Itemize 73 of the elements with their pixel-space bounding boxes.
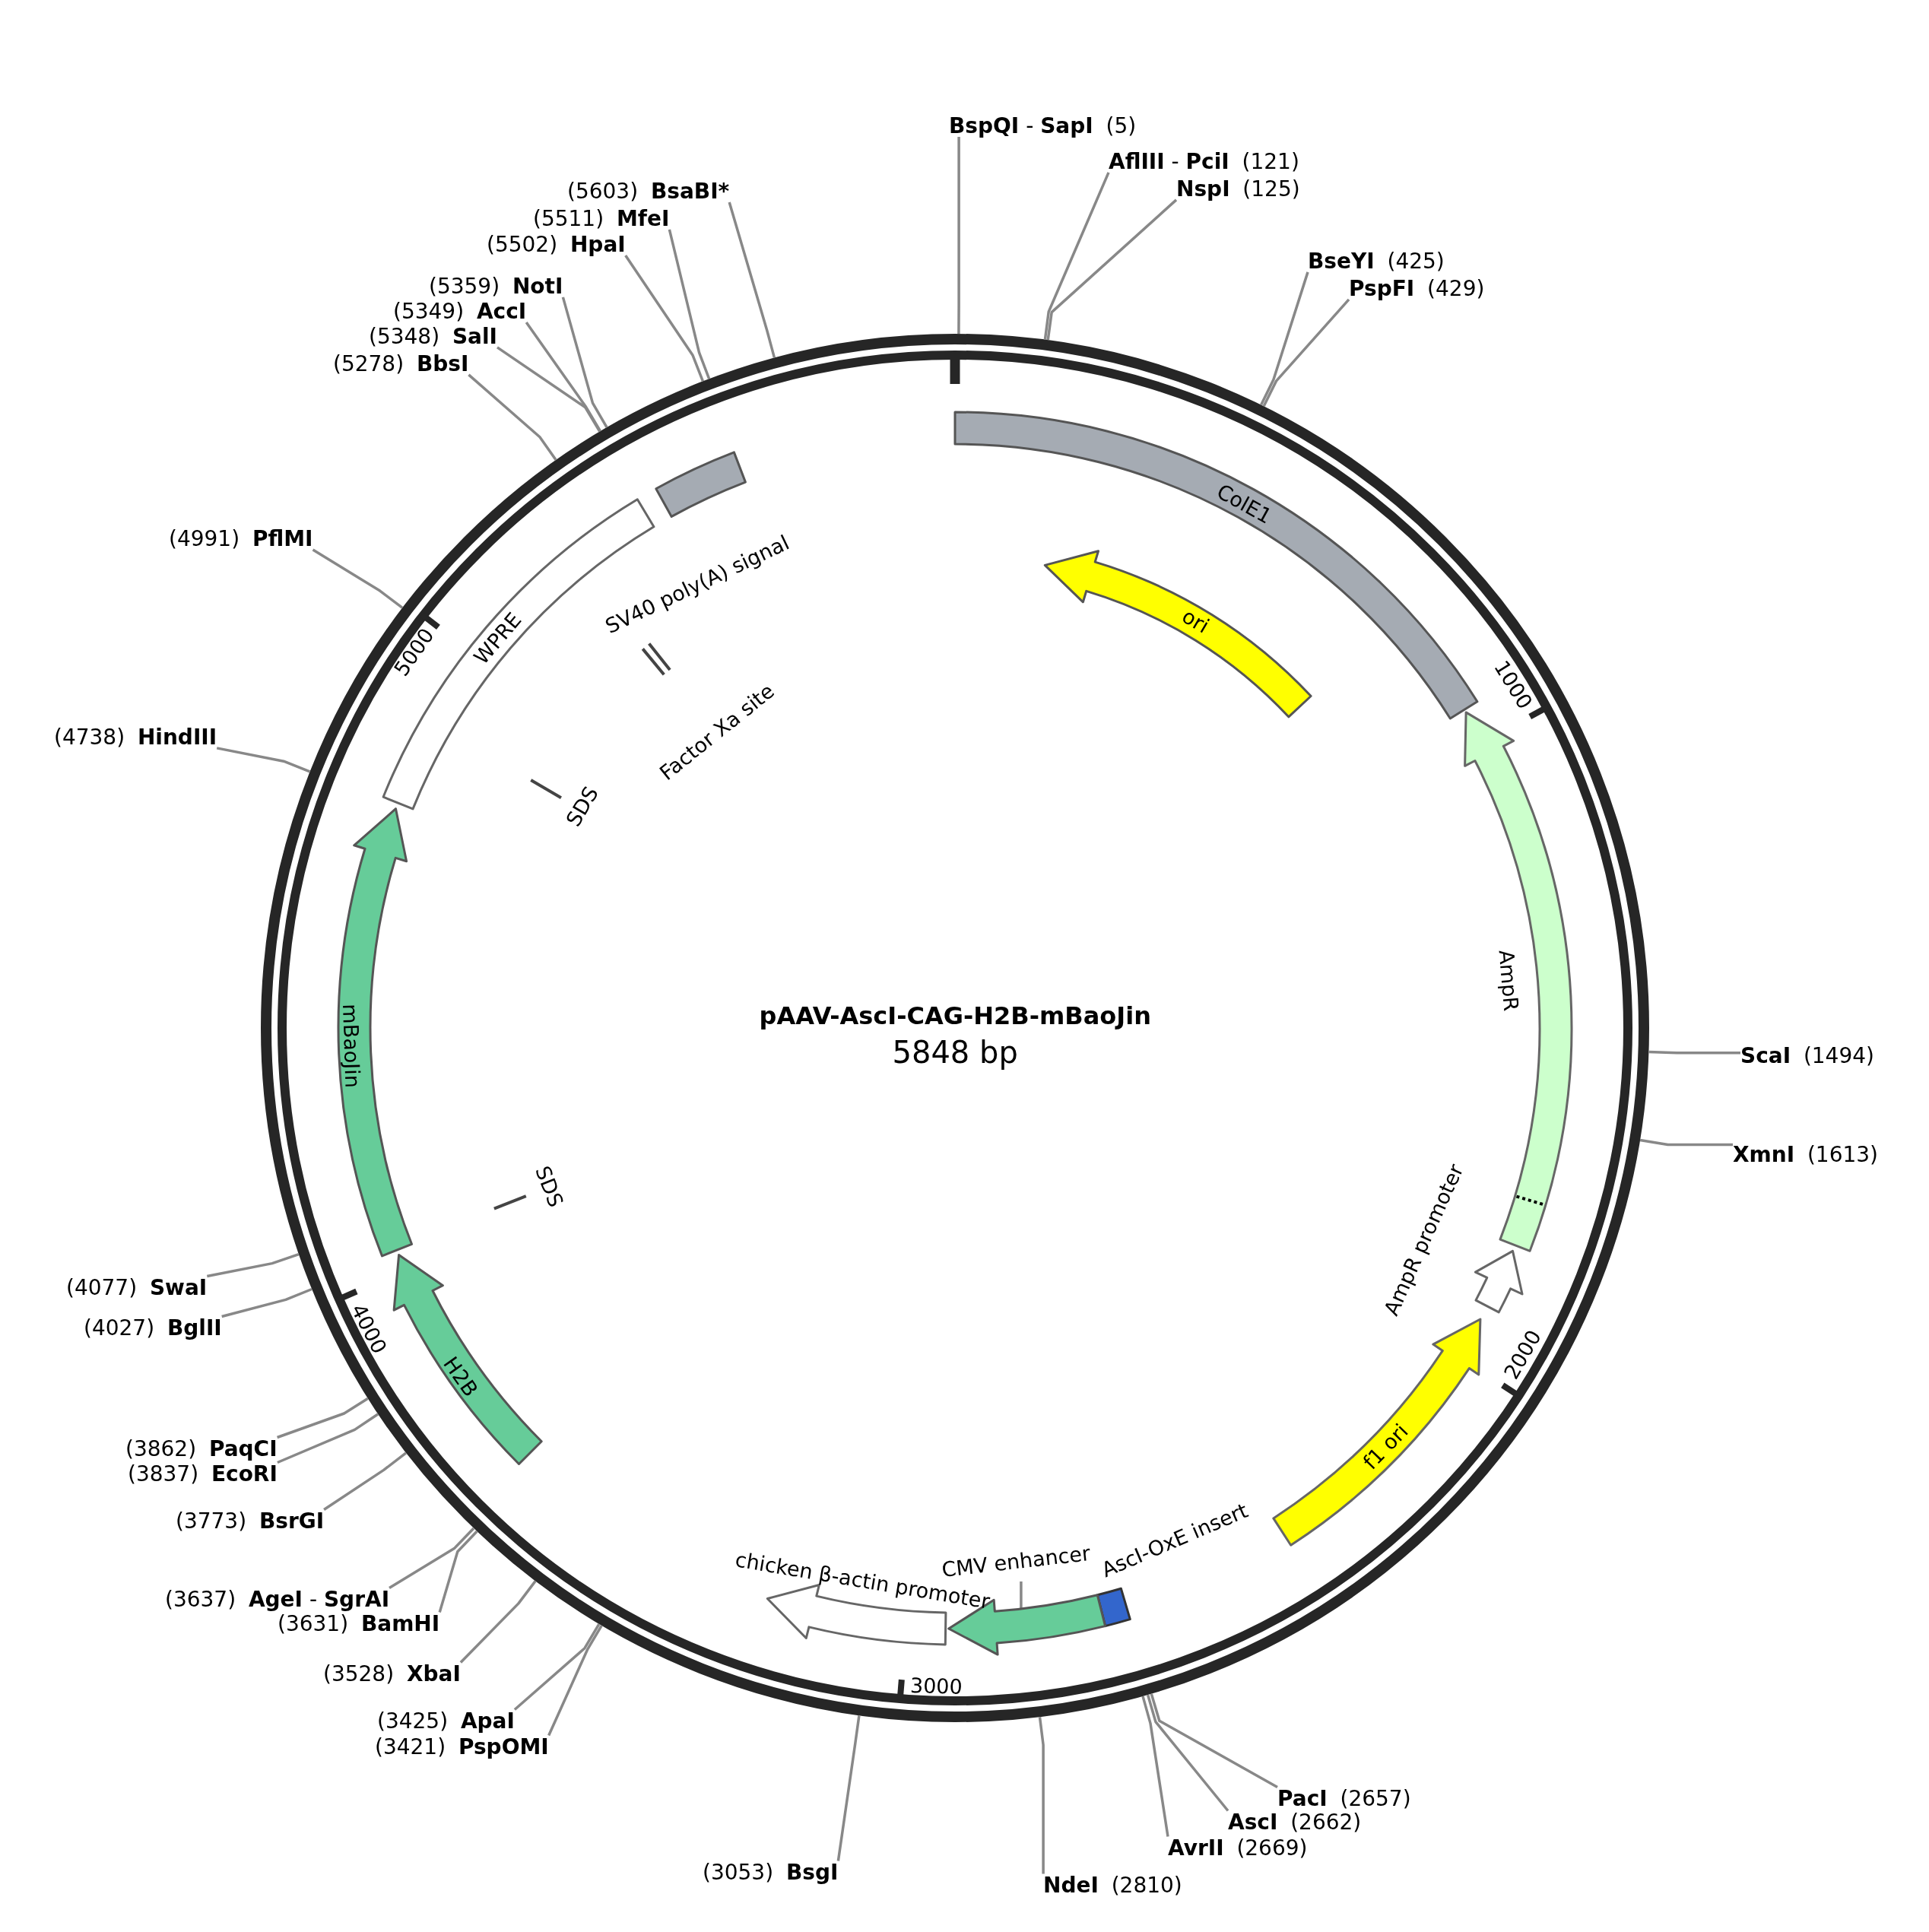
leader-line: [1262, 298, 1350, 408]
restriction-site-label: (3421) PspOMI: [375, 1735, 549, 1758]
leader-line: [206, 1252, 300, 1278]
leader-line: [547, 1625, 603, 1737]
feature-label: AmpR: [1494, 949, 1524, 1013]
leader-line: [497, 346, 601, 433]
restriction-site-label: BspQI - SapI (5): [949, 114, 1137, 137]
scale-label: 3000: [909, 1673, 963, 1699]
restriction-site-label: (4991) PflMI: [169, 527, 313, 550]
leader-line: [513, 1623, 601, 1711]
leader-line: [1046, 198, 1178, 341]
restriction-site-label: (5348) SalI: [369, 325, 497, 347]
restriction-site-label: (4077) SwaI: [66, 1276, 208, 1299]
feature-label: mBaoJin: [338, 1003, 365, 1089]
restriction-site-label: (3637) AgeI - SgrAI: [165, 1588, 390, 1610]
restriction-site-label: PacI (2657): [1277, 1787, 1411, 1810]
site-label: SDS: [530, 1162, 568, 1210]
plasmid-size: 5848 bp: [892, 1035, 1018, 1070]
restriction-site-label: AflIII - PciI (121): [1109, 150, 1299, 173]
plasmid-name: pAAV-AscI-CAG-H2B-mBaoJin: [759, 1001, 1151, 1030]
scale-label: 4000: [347, 1300, 392, 1358]
leader-line: [1043, 172, 1110, 340]
leader-line: [624, 254, 705, 382]
leader-line: [1150, 1693, 1278, 1789]
leader-line: [389, 1527, 475, 1589]
restriction-site-label: (3837) EcoRI: [128, 1462, 278, 1485]
leader-line: [216, 747, 311, 773]
feature-label: ori: [1178, 604, 1214, 638]
restriction-site-label: (3862) PaqCI: [125, 1437, 278, 1460]
restriction-site-label: (5511) MfeI: [533, 207, 670, 230]
restriction-site-label: (3053) BsgI: [703, 1861, 839, 1883]
restriction-site-label: AscI (2662): [1228, 1810, 1362, 1833]
restriction-site-label: NdeI (2810): [1043, 1873, 1182, 1896]
leader-line: [957, 136, 960, 334]
restriction-site-label: (5349) AccI: [393, 300, 527, 322]
leader-line: [312, 548, 404, 609]
restriction-site-label: XmnI (1613): [1733, 1143, 1879, 1166]
leader-line: [728, 201, 776, 358]
leader-line: [1260, 271, 1309, 406]
restriction-site-label: (5278) BbsI: [333, 352, 469, 375]
restriction-site-label: NspI (125): [1176, 177, 1300, 200]
leader-line: [438, 1530, 478, 1613]
leader-line: [1639, 1138, 1733, 1147]
leader-line: [1648, 1050, 1740, 1055]
leader-line: [468, 373, 557, 461]
restriction-site-label: (5502) HpaI: [487, 233, 626, 255]
leader-line: [277, 1413, 379, 1464]
restriction-site-label: (3631) BamHI: [278, 1612, 440, 1635]
leader-line: [1038, 1717, 1045, 1874]
leader-line: [1020, 1581, 1023, 1609]
feature-label: f1 ori: [1358, 1419, 1413, 1474]
restriction-site-label: (3773) BsrGI: [176, 1509, 325, 1532]
leader-line: [221, 1287, 313, 1318]
feature-label: CMV enhancer: [940, 1540, 1092, 1581]
leader-line: [561, 297, 608, 428]
restriction-site-label: AvrII (2669): [1168, 1836, 1308, 1859]
restriction-site-label: (4738) HindIII: [54, 725, 217, 748]
leader-line: [1146, 1694, 1229, 1812]
leader-line: [277, 1397, 369, 1439]
leader-line: [323, 1451, 408, 1511]
restriction-site-label: (3528) XbaI: [323, 1662, 461, 1685]
restriction-site-label: BseYI (425): [1308, 249, 1445, 272]
leader-line: [459, 1580, 537, 1664]
restriction-site-label: (5603) BsaBI*: [567, 179, 730, 202]
restriction-site-label: (4027) BglII: [84, 1316, 222, 1339]
restriction-site-label: (5359) NotI: [429, 274, 563, 297]
leader-line: [525, 321, 602, 432]
restriction-site-label: PspFI (429): [1349, 277, 1485, 300]
leader-line: [668, 229, 711, 379]
restriction-site-label: ScaI (1494): [1740, 1044, 1874, 1067]
leader-line: [1141, 1696, 1169, 1837]
restriction-site-label: (3425) ApaI: [377, 1709, 515, 1732]
leader-line: [836, 1715, 861, 1861]
